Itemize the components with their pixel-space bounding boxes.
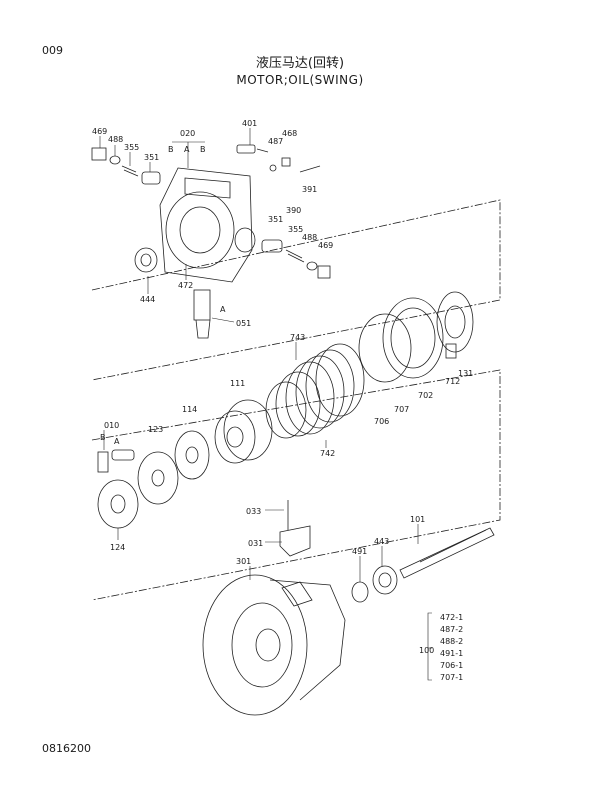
part-label: 472 (178, 281, 193, 290)
part-label: 702 (418, 391, 433, 400)
part-label: 124 (110, 543, 125, 552)
shaft-101 (399, 527, 495, 579)
kit-item: 491-1 (440, 649, 464, 658)
part-label: 033 (246, 507, 261, 516)
kit-item: 488-2 (440, 637, 464, 646)
part-label: 101 (410, 515, 425, 524)
part-label: A (114, 437, 120, 446)
top-small-parts (91, 144, 331, 279)
upper-housing-020 (159, 167, 256, 283)
part-label: 468 (282, 129, 297, 138)
part-label: 301 (236, 557, 251, 566)
part-label: 487 (268, 137, 283, 146)
friction-plates-743 (265, 343, 365, 439)
part-label: 010 (104, 421, 119, 430)
part-label: 712 (445, 377, 460, 386)
part-label: 355 (288, 225, 303, 234)
part-label: 020 (180, 129, 195, 138)
part-label: 444 (140, 295, 155, 304)
part-010 (97, 449, 135, 473)
part-label: B (168, 145, 174, 154)
kit-list: 472-1 487-2 488-2 491-1 706-1 707-1 (440, 612, 463, 684)
part-label: 401 (242, 119, 257, 128)
part-label: 351 (144, 153, 159, 162)
part-label: 443 (374, 537, 389, 546)
bearing-443 (372, 565, 398, 595)
kit-item: 472-1 (440, 613, 464, 622)
title-chinese: 液压马达(回转) (255, 56, 345, 71)
document-number: 0816200 (42, 742, 91, 755)
bearing-444 (134, 247, 158, 273)
cylinder-block-111 (214, 399, 273, 464)
part-label: 706 (374, 417, 389, 426)
part-label: 111 (230, 379, 245, 388)
plate-123 (137, 451, 179, 505)
part-label: 051 (236, 319, 251, 328)
part-label: 743 (290, 333, 305, 342)
part-label: 391 (302, 185, 317, 194)
kit-item: 707-1 (440, 673, 464, 682)
kit-item: 706-1 (440, 661, 464, 670)
part-label: A (220, 305, 226, 314)
kit-label: 100 (419, 646, 435, 655)
lower-housing-301 (202, 574, 346, 716)
part-label: B (100, 433, 106, 442)
title-english: MOTOR;OIL(SWING) (236, 73, 364, 87)
part-label: 488 (108, 135, 123, 144)
part-labels: 469 488 355 351 020 B A B 401 487 468 39… (92, 119, 473, 566)
part-label: 469 (318, 241, 333, 250)
part-label: 390 (286, 206, 301, 215)
plate-124 (97, 479, 139, 529)
valve-051 (193, 289, 211, 339)
part-label: 742 (320, 449, 335, 458)
part-label: 351 (268, 215, 283, 224)
kit-item: 487-2 (440, 625, 464, 634)
part-label: 488 (302, 233, 317, 242)
section-frames (91, 199, 501, 601)
part-label: 123 (148, 425, 163, 434)
valve-031 (279, 500, 311, 557)
title-block: 液压马达(回转) MOTOR;OIL(SWING) (0, 56, 600, 88)
part-label: 031 (248, 539, 263, 548)
page-number: 009 (42, 44, 63, 57)
part-label: B (200, 145, 206, 154)
part-label: 707 (394, 405, 409, 414)
plates-702 (358, 291, 474, 383)
ring-491 (351, 581, 369, 603)
part-label: 355 (124, 143, 139, 152)
plate-114 (174, 430, 210, 480)
part-label: 491 (352, 547, 367, 556)
part-label: 469 (92, 127, 107, 136)
part-label: 114 (182, 405, 197, 414)
part-label: A (184, 145, 190, 154)
part-label: 131 (458, 369, 473, 378)
